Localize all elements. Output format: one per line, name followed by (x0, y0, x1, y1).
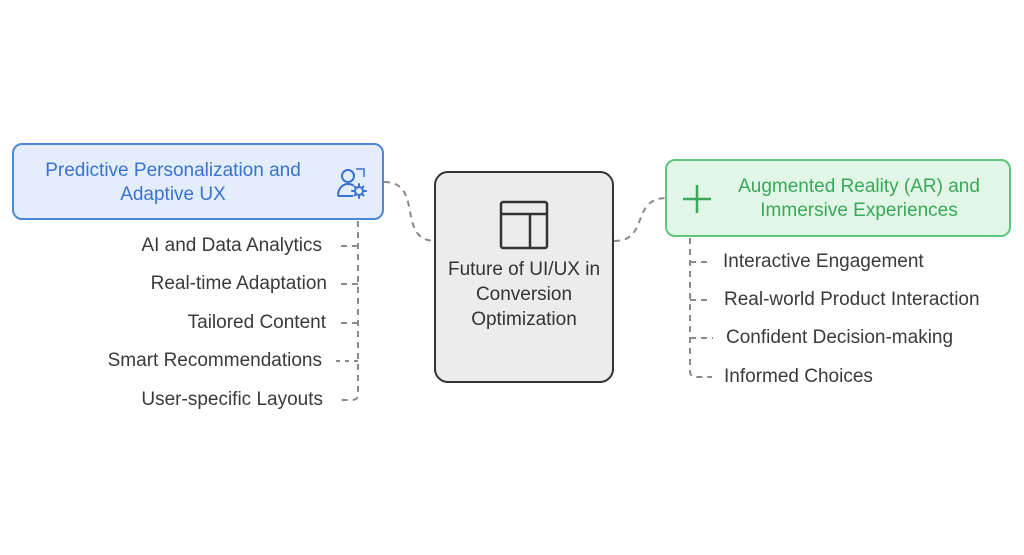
right-topic-box: Augmented Reality (AR) and Immersive Exp… (665, 159, 1011, 237)
connector-left-to-center (383, 181, 437, 242)
left-topic-title: Predictive Personalization and Adaptive … (45, 160, 301, 205)
user-gear-icon (337, 168, 367, 199)
left-item: User-specific Layouts (141, 389, 323, 410)
right-item: Interactive Engagement (723, 251, 924, 272)
right-item: Real-world Product Interaction (724, 289, 980, 310)
left-topic-box: Predictive Personalization and Adaptive … (12, 143, 384, 220)
central-topic-title: Future of UI/UX in Conversion Optimizati… (447, 259, 601, 330)
plus-icon (683, 185, 711, 213)
layout-icon (499, 200, 549, 250)
left-item: Smart Recommendations (107, 350, 322, 371)
left-item-spine (341, 221, 359, 401)
connector-center-to-right (613, 197, 668, 242)
right-item: Confident Decision-making (726, 327, 954, 348)
left-item: AI and Data Analytics (141, 235, 322, 256)
left-item: Real-time Adaptation (150, 273, 327, 294)
left-item: Tailored Content (187, 312, 326, 333)
right-topic-title: Augmented Reality (AR) and Immersive Exp… (738, 176, 980, 221)
right-item: Informed Choices (724, 366, 873, 387)
central-topic-box: Future of UI/UX in Conversion Optimizati… (434, 171, 614, 383)
right-item-spine (689, 238, 712, 378)
